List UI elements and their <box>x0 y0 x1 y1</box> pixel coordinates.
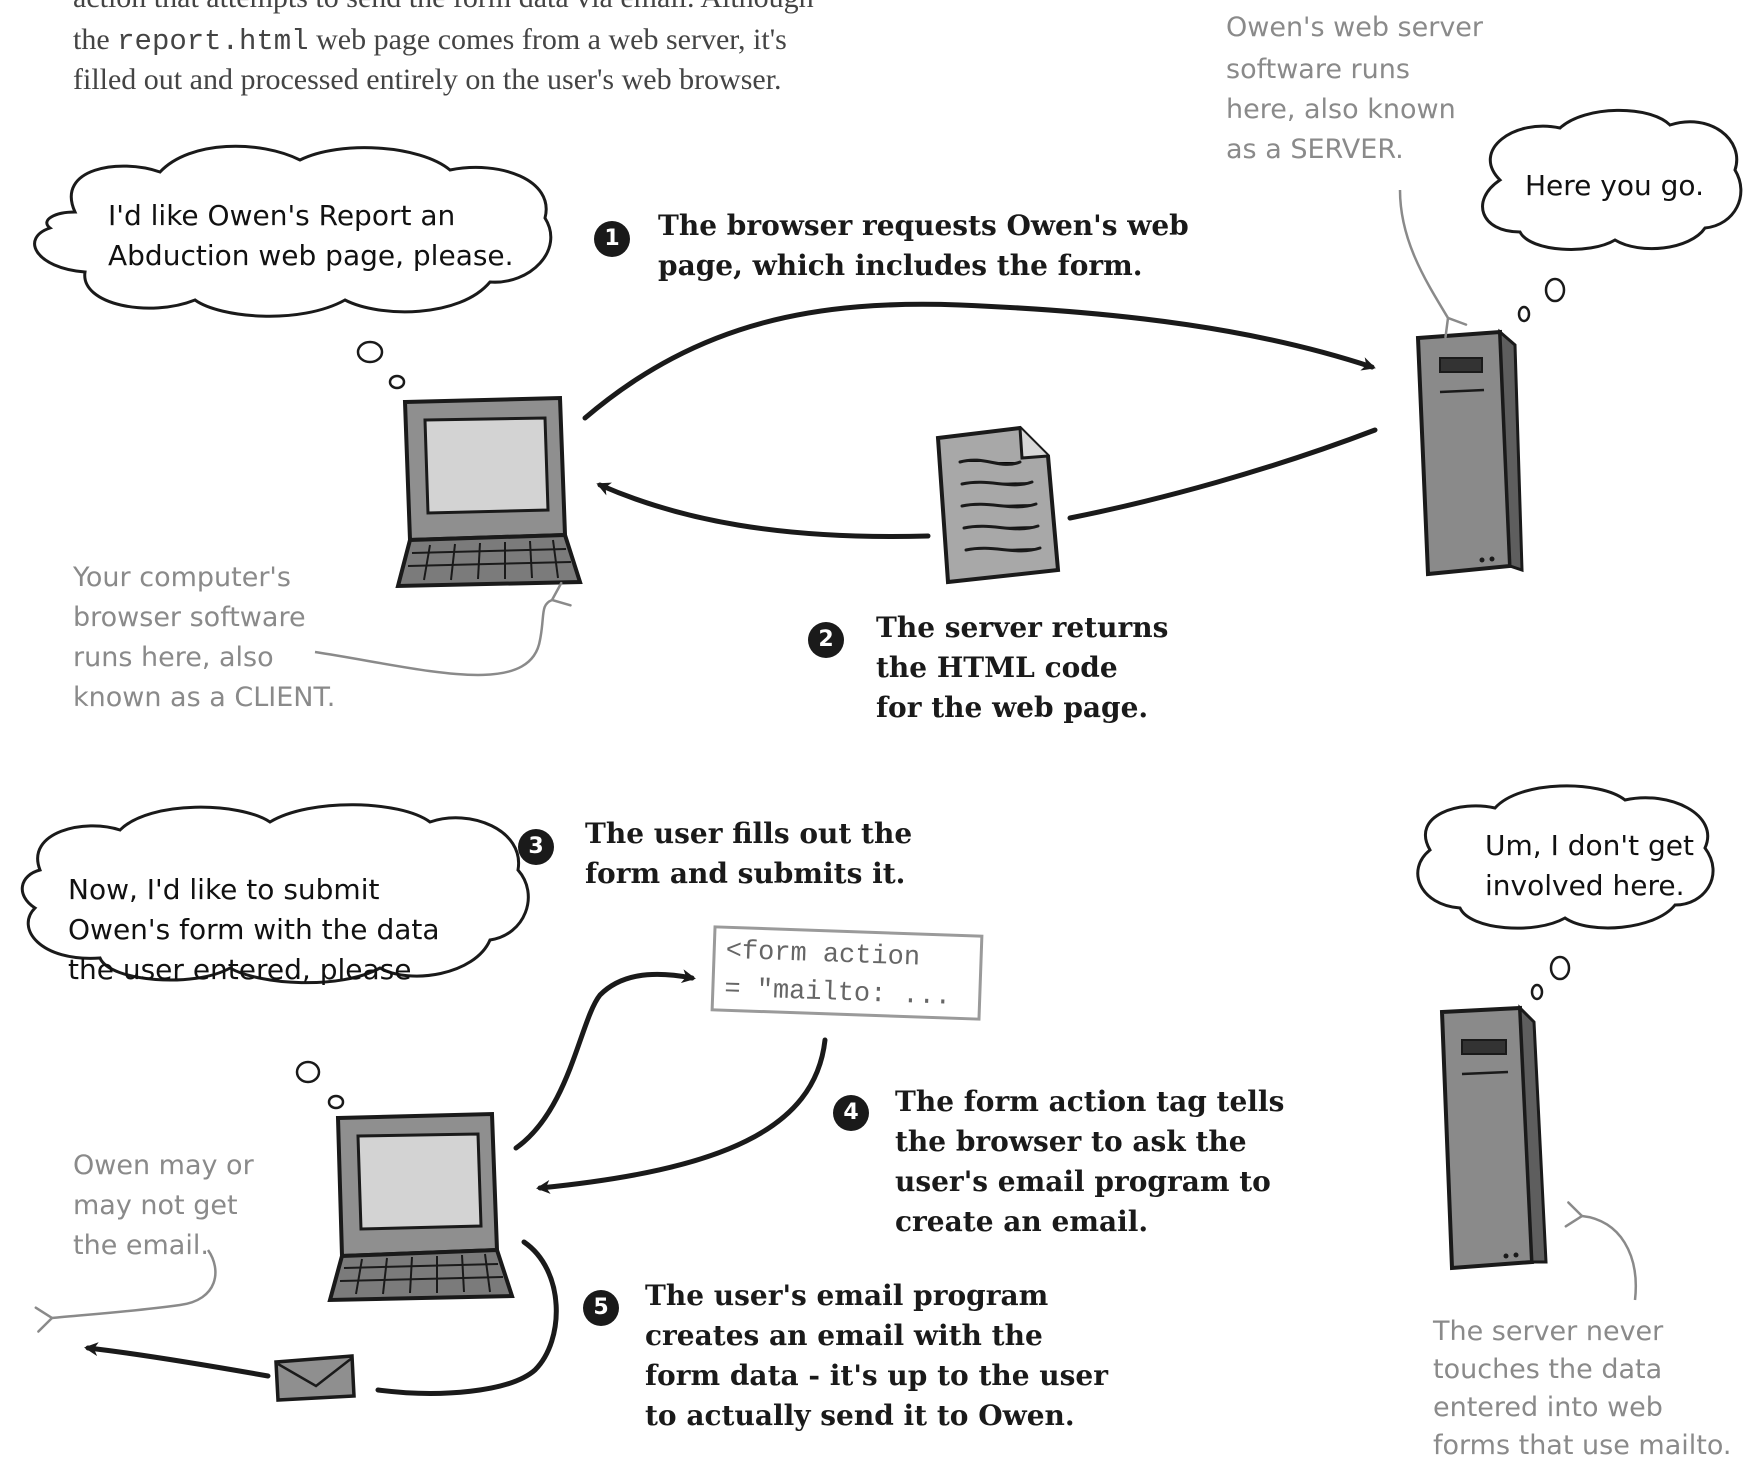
server-tower-icon <box>1415 328 1524 577</box>
server-note-line: here, also known <box>1226 94 1456 125</box>
send-email-arrow-right <box>375 1239 559 1396</box>
server-note-line: Owen's web server <box>1226 12 1484 43</box>
submit-arrow <box>513 969 696 1151</box>
client-note-line: runs here, also <box>73 642 274 673</box>
step-5-badge: 5 <box>583 1290 619 1326</box>
step-2-line: for the web page. <box>876 691 1149 724</box>
intro-line-2-start: the <box>73 23 118 56</box>
client-note-arrow <box>314 581 572 677</box>
server-tower-icon-2 <box>1439 1004 1548 1271</box>
step-5-line: form data - it's up to the user <box>645 1359 1108 1392</box>
bubble-line: I'd like Owen's Report an <box>108 199 456 232</box>
step-4-line: The form action tag tells <box>895 1085 1285 1118</box>
step-5-line: creates an email with the <box>645 1319 1043 1352</box>
step-1-line: The browser requests Owen's web <box>658 209 1189 242</box>
laptop-computer-icon <box>395 395 583 589</box>
server-never-note-line: touches the data <box>1433 1354 1663 1385</box>
intro-line-2: the report.html web page comes from a we… <box>73 20 787 62</box>
email-note-line: may not get <box>73 1190 238 1221</box>
laptop-computer-icon-2 <box>327 1111 515 1303</box>
server-thought-bubble-top <box>1481 108 1743 323</box>
intro-line-1: action that attempts to send the form da… <box>73 0 814 18</box>
bubble-line: Um, I don't get <box>1485 829 1694 862</box>
form-action-code-snippet: <form action = "mailto: ... <box>710 925 984 1021</box>
bubble-line: involved here. <box>1485 869 1685 902</box>
step-2-line: the HTML code <box>876 651 1118 684</box>
html-document-icon <box>935 425 1061 585</box>
code-line: = "mailto: ... <box>723 974 952 1013</box>
server-note-line: software runs <box>1226 54 1410 85</box>
bubble-line: Owen's form with the data <box>68 913 440 946</box>
response-arrow-right <box>1067 427 1378 521</box>
step-4-line: create an email. <box>895 1205 1149 1238</box>
intro-line-3: filled out and processed entirely on the… <box>73 63 782 96</box>
step-4-line: user's email program to <box>895 1165 1271 1198</box>
step-4-badge: 4 <box>833 1095 869 1131</box>
step-3-line: form and submits it. <box>585 857 906 890</box>
intro-line-2-end: web page comes from a web server, it's <box>308 23 787 56</box>
response-arrow-left <box>596 482 931 539</box>
server-note-arrow <box>1398 189 1468 339</box>
server-never-note-arrow <box>1564 1201 1637 1301</box>
bubble-line: Now, I'd like to submit <box>68 873 380 906</box>
email-program-arrow <box>536 1037 828 1194</box>
step-3-line: The user fills out the <box>585 817 913 850</box>
server-thought-bubble-bottom <box>1416 784 1715 1001</box>
email-note-arrow <box>34 1249 217 1333</box>
request-arrow <box>582 301 1376 421</box>
bubble-line: Abduction web page, please. <box>108 239 514 272</box>
client-note-line: Your computer's <box>73 562 291 593</box>
step-4-line: the browser to ask the <box>895 1125 1247 1158</box>
step-2-line: The server returns <box>876 611 1169 644</box>
server-note-line: as a SERVER. <box>1226 134 1404 165</box>
send-email-arrow-left <box>84 1342 271 1379</box>
envelope-icon <box>274 1354 356 1402</box>
server-never-note-line: The server never <box>1433 1316 1664 1347</box>
step-5-line: The user's email program <box>645 1279 1049 1312</box>
client-thought-bubble-top <box>33 144 553 390</box>
server-bubble-text-top: Here you go. <box>1525 169 1704 202</box>
step-1-line: page, which includes the form. <box>658 249 1143 282</box>
step-5-line: to actually send it to Owen. <box>645 1399 1075 1432</box>
email-note-line: the email. <box>73 1230 209 1261</box>
server-never-note-line: entered into web <box>1433 1392 1663 1423</box>
client-note-line: known as a CLIENT. <box>73 682 336 713</box>
client-thought-bubble-bottom <box>20 803 530 1110</box>
email-note-line: Owen may or <box>73 1150 254 1181</box>
bubble-line: the user entered, please <box>68 953 412 986</box>
client-note-line: browser software <box>73 602 306 633</box>
intro-code-filename: report.html <box>117 25 309 58</box>
step-1-badge: 1 <box>594 221 630 257</box>
step-2-badge: 2 <box>808 622 844 658</box>
step-3-badge: 3 <box>518 829 554 865</box>
server-never-note-line: forms that use mailto. <box>1433 1430 1732 1461</box>
